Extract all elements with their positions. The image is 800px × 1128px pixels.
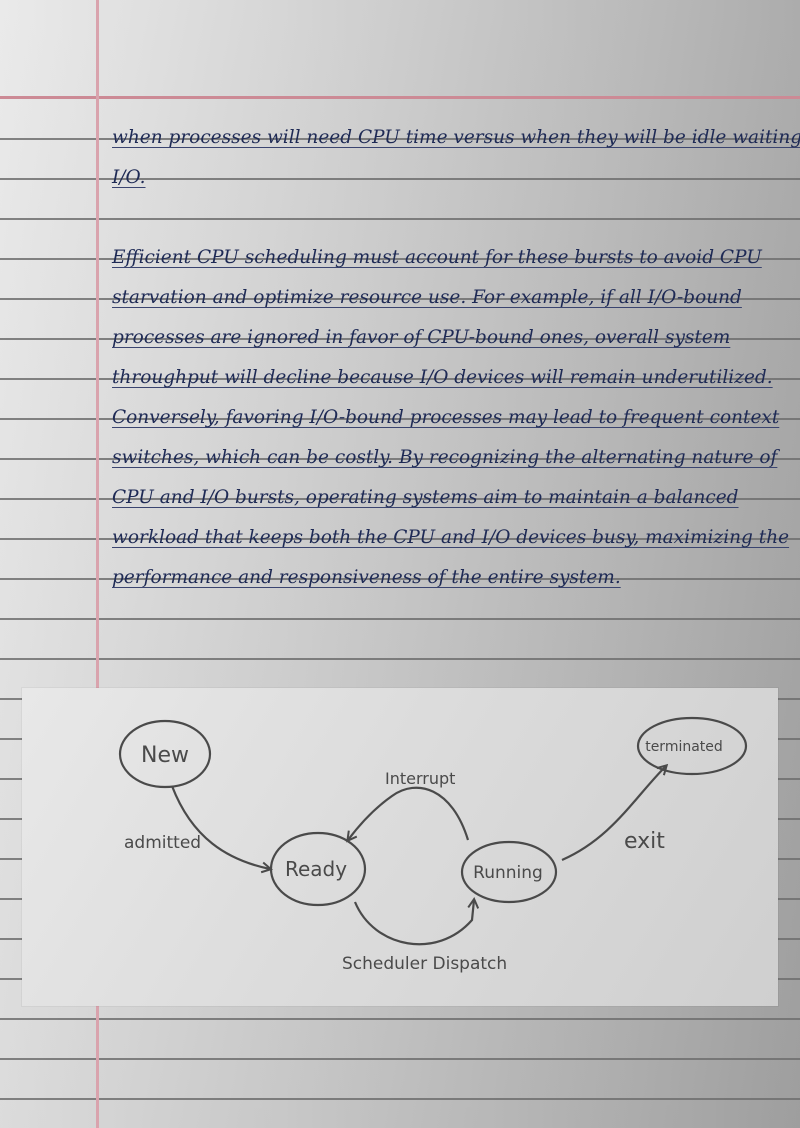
text-line: performance and responsiveness of the en… bbox=[112, 567, 621, 588]
text-line: switches, which can be costly. By recogn… bbox=[112, 447, 778, 468]
state-new: New bbox=[118, 719, 212, 789]
process-state-diagram: New Ready Running terminated admitted In… bbox=[118, 716, 748, 974]
margin-line bbox=[96, 0, 99, 1128]
admitted-arrow bbox=[170, 785, 270, 869]
text-line: Conversely, favoring I/O-bound processes… bbox=[112, 407, 780, 428]
state-new-label: New bbox=[141, 743, 189, 768]
text-line: Efficient CPU scheduling must account fo… bbox=[112, 247, 762, 268]
exit-arrow bbox=[561, 766, 666, 862]
state-running: Running bbox=[460, 840, 558, 904]
text-line: throughput will decline because I/O devi… bbox=[112, 367, 773, 388]
text-line: CPU and I/O bursts, operating systems ai… bbox=[112, 487, 739, 508]
dispatch-arrow bbox=[353, 900, 474, 946]
interrupt-label: Interrupt bbox=[385, 769, 455, 788]
header-rule bbox=[0, 96, 800, 99]
state-running-label: Running bbox=[473, 863, 543, 883]
text-line: starvation and optimize resource use. Fo… bbox=[112, 287, 742, 308]
interrupt-arrow bbox=[348, 786, 470, 840]
exit-label: exit bbox=[624, 829, 665, 854]
state-ready-label: Ready bbox=[285, 857, 347, 881]
state-terminated-label: terminated bbox=[645, 739, 723, 755]
text-line: when processes will need CPU time versus… bbox=[112, 127, 800, 148]
paragraph-1: when processes will need CPU time versus… bbox=[112, 118, 800, 198]
admitted-label: admitted bbox=[124, 833, 201, 853]
text-line: processes are ignored in favor of CPU-bo… bbox=[112, 327, 731, 348]
text-line: I/O. bbox=[112, 167, 146, 188]
text-line: workload that keeps both the CPU and I/O… bbox=[112, 527, 790, 548]
process-state-diagram-photo: New Ready Running terminated admitted In… bbox=[22, 688, 778, 1006]
dispatch-label: Scheduler Dispatch bbox=[342, 954, 507, 974]
state-ready: Ready bbox=[269, 831, 367, 907]
paragraph-2: Efficient CPU scheduling must account fo… bbox=[112, 238, 790, 598]
state-terminated: terminated bbox=[636, 716, 748, 776]
